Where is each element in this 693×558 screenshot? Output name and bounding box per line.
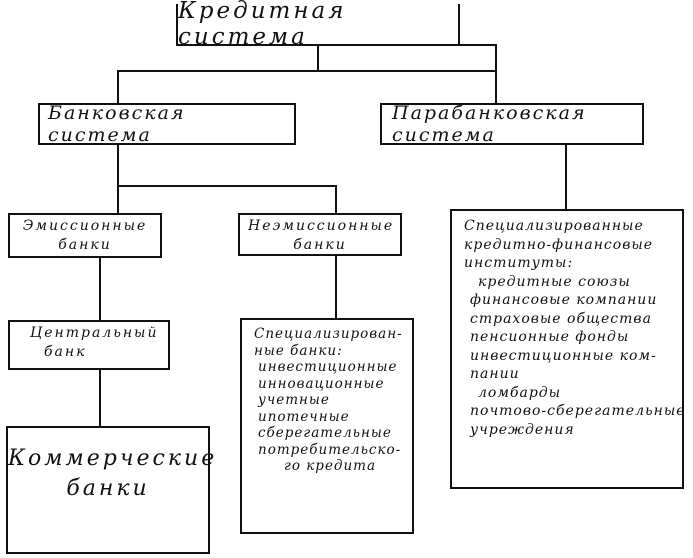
connector-horizontal-top (117, 70, 497, 72)
connector-root-right (460, 44, 497, 46)
nonemission-banks-line-1: Неэмиссионные (248, 218, 395, 234)
bank-system-box: Банковская система (38, 102, 296, 146)
specialized-institutes-item: Специализированные (464, 218, 644, 234)
connector-parabank-down (565, 145, 567, 209)
connector-to-emission (117, 185, 119, 213)
commercial-banks-line-2: банки (66, 476, 150, 501)
connector-to-bank-system (117, 70, 119, 103)
emission-banks-box: Эмиссионные банки (8, 213, 162, 258)
specialized-institutes-item: институты: (464, 255, 574, 271)
commercial-banks-box: Коммерческие банки (6, 426, 218, 554)
credit-system-label: Кредитная система (178, 0, 347, 50)
credit-system-box: Кредитная система (176, 0, 460, 50)
specialized-institutes-item: страховые общества (470, 310, 652, 327)
specialized-institutes-item: почтово-сберегательные (470, 403, 686, 419)
specialized-institutes-item: инвестиционные ком- (470, 347, 657, 364)
specialized-banks-item: сберегательные (258, 425, 392, 441)
specialized-banks-item: ные банки: (254, 342, 343, 359)
nonemission-banks-box: Неэмиссионные банки (238, 213, 402, 256)
emission-banks-line-1: Эмиссионные (22, 218, 148, 234)
specialized-institutes-item: пании (470, 366, 520, 382)
parabank-system-label: Парабанковская система (392, 102, 587, 146)
specialized-banks-box: Специализирован- ные банки: инвестиционн… (240, 318, 414, 534)
specialized-banks-item: инвестиционные (258, 359, 398, 375)
connector-bank-down (117, 145, 119, 185)
emission-banks-line-2: банки (58, 237, 112, 253)
connector-root-down (317, 46, 319, 70)
specialized-banks-item: инновационные (258, 375, 385, 392)
connector-emission-central (99, 258, 101, 320)
connector-bank-horizontal (117, 185, 337, 187)
connector-to-nonemission (335, 185, 337, 213)
specialized-banks-item: потребительско- (258, 441, 402, 458)
parabank-system-box: Парабанковская система (380, 102, 644, 146)
central-bank-box: Центральный банк (8, 320, 170, 370)
specialized-banks-item: Специализирован- (254, 326, 403, 342)
specialized-institutes-item: учреждения (470, 421, 575, 438)
specialized-institutes-item: кредитные союзы (478, 273, 631, 290)
connector-central-commercial (99, 370, 101, 426)
bank-system-label: Банковская система (48, 102, 186, 146)
specialized-institutes-item: финансовые компании (470, 292, 658, 308)
central-bank-line-1: Центральный (30, 325, 159, 341)
nonemission-banks-line-2: банки (293, 237, 347, 253)
commercial-banks-line-1: Коммерческие (8, 446, 218, 471)
connector-nonemission-specialized (335, 256, 337, 318)
specialized-banks-item: го кредита (284, 458, 377, 474)
specialized-banks-item: учетные (258, 392, 330, 408)
specialized-institutes-box: Специализированные кредитно-финансовые и… (450, 209, 686, 489)
central-bank-line-2: банк (44, 344, 87, 360)
specialized-banks-item: ипотечные (258, 408, 350, 425)
connector-to-parabank-system (495, 46, 497, 103)
specialized-institutes-item: ломбарды (478, 384, 562, 401)
specialized-institutes-item: пенсионные фонды (470, 329, 630, 345)
specialized-institutes-item: кредитно-финансовые (464, 236, 654, 253)
